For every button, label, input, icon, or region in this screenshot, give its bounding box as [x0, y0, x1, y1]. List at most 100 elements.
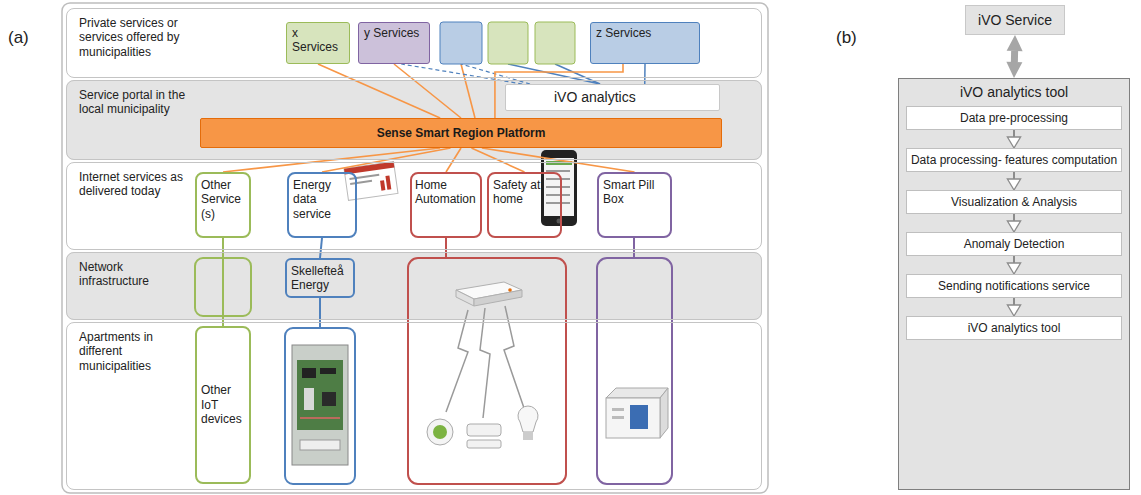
tool-panel: iVO analytics toolData pre-processingDat… — [898, 78, 1130, 490]
connector — [401, 64, 522, 84]
pillbox-icon — [660, 388, 668, 438]
link-line — [508, 64, 600, 84]
connector — [471, 148, 524, 172]
analytics-box: iVO analytics — [505, 84, 720, 111]
band-title: Private services or services offered by … — [79, 16, 189, 59]
service-box: Smart Pill Box — [597, 172, 672, 238]
box-label: x Services — [292, 26, 344, 55]
panel-ground — [898, 78, 1130, 490]
service-box: Safety at home — [487, 172, 562, 238]
connector — [1013, 298, 1015, 305]
band-ground — [66, 162, 762, 250]
link-line — [445, 238, 447, 258]
process-step: Sending notifications service — [906, 274, 1122, 298]
phone-screen — [544, 158, 574, 216]
connector — [1013, 130, 1015, 137]
wireless-line — [480, 308, 490, 418]
service-box: Home Automation — [410, 172, 482, 238]
meter-photo — [292, 345, 348, 465]
service-box: z Services — [590, 22, 700, 64]
process-step: iVO analytics tool — [906, 316, 1122, 340]
link-line — [555, 64, 600, 84]
phone-row — [546, 178, 570, 180]
layer-band: Internet services as delivered today Othe… — [66, 162, 762, 250]
layer-band: Network infrastructureSkellefteå Energy — [66, 252, 762, 320]
link-line — [633, 238, 635, 258]
process-step: Visualization & Analysis — [906, 190, 1122, 214]
band-title: Network infrastructure — [79, 260, 189, 289]
service-box: Energy data service — [287, 172, 357, 238]
band-ground — [66, 8, 762, 78]
service-box: y Services — [358, 22, 430, 64]
meter-chip — [322, 392, 336, 406]
screenshot-frame — [344, 162, 398, 201]
box-label: Sending notifications service — [938, 279, 1090, 293]
network-box — [408, 258, 566, 484]
panel-label: (b) — [836, 28, 857, 48]
service-box: Other Service (s) — [195, 172, 251, 238]
bulb-sensor — [523, 432, 533, 440]
connector — [322, 148, 451, 172]
box-label: Home Automation — [415, 178, 477, 207]
band-title: Service portal in the local municipality — [79, 88, 189, 117]
wireless-line — [446, 310, 468, 412]
layer-band: Service portal in the local municipality… — [66, 80, 762, 160]
bulb-sensor — [518, 406, 538, 432]
connector-group — [223, 51, 1015, 326]
box-label: iVO analytics tool — [968, 321, 1061, 335]
dimmer-sensor — [433, 425, 447, 439]
layer-band: Apartments in different municipalitiesOt… — [66, 322, 762, 490]
connector — [446, 148, 461, 172]
connector — [482, 148, 635, 172]
box-label: iVO analytics — [554, 89, 636, 106]
box-label: iVO Service — [978, 12, 1052, 29]
pillbox-icon — [606, 388, 668, 398]
phone-row — [546, 186, 570, 188]
box-label: Other Service (s) — [201, 178, 245, 221]
router-icon — [474, 290, 522, 306]
meter-connector — [300, 440, 340, 450]
dimmer-sensor — [427, 419, 453, 445]
connector — [320, 238, 322, 258]
door-sensor — [467, 440, 501, 448]
box-label: Visualization & Analysis — [951, 195, 1077, 209]
router-led — [508, 288, 512, 292]
pillbox-label — [630, 405, 648, 429]
layer-band: Private services or services offered by … — [66, 8, 762, 78]
panel-frame — [62, 3, 768, 493]
connector — [1013, 214, 1015, 221]
band-title: Internet services as delivered today — [79, 170, 189, 199]
band-ground — [66, 252, 762, 320]
phone-row — [546, 202, 570, 204]
meter-chip — [302, 368, 316, 378]
box-label: z Services — [596, 26, 694, 40]
box-label: Data pre-processing — [960, 111, 1068, 125]
box-label: Smart Pill Box — [603, 178, 666, 207]
connector — [1013, 172, 1015, 179]
phone-row — [546, 194, 570, 196]
connector — [1011, 51, 1018, 62]
meter-part — [304, 388, 314, 410]
service-box: Other IoT devices — [195, 326, 251, 484]
device-box — [285, 328, 355, 484]
connector — [318, 64, 440, 118]
service-box: x Services — [286, 22, 350, 64]
blank-service-box — [488, 22, 528, 64]
connector — [644, 64, 646, 84]
blank-service-box — [535, 22, 575, 64]
box-label: Energy data service — [293, 178, 345, 221]
box-label: y Services — [364, 26, 424, 40]
process-step: Data pre-processing — [906, 106, 1122, 130]
network-box — [597, 258, 672, 484]
screenshot-bar — [380, 180, 385, 190]
connector — [223, 148, 440, 172]
pillbox-icon — [606, 398, 660, 438]
service-box: iVO Service — [965, 5, 1065, 35]
band-ground — [66, 322, 762, 490]
screenshot-bar — [385, 175, 391, 189]
panel-label: (a) — [8, 28, 29, 48]
meter-wire — [300, 417, 340, 419]
box-label: Anomaly Detection — [964, 237, 1065, 251]
screenshot-line — [350, 180, 372, 185]
blank-service-box — [440, 22, 482, 64]
